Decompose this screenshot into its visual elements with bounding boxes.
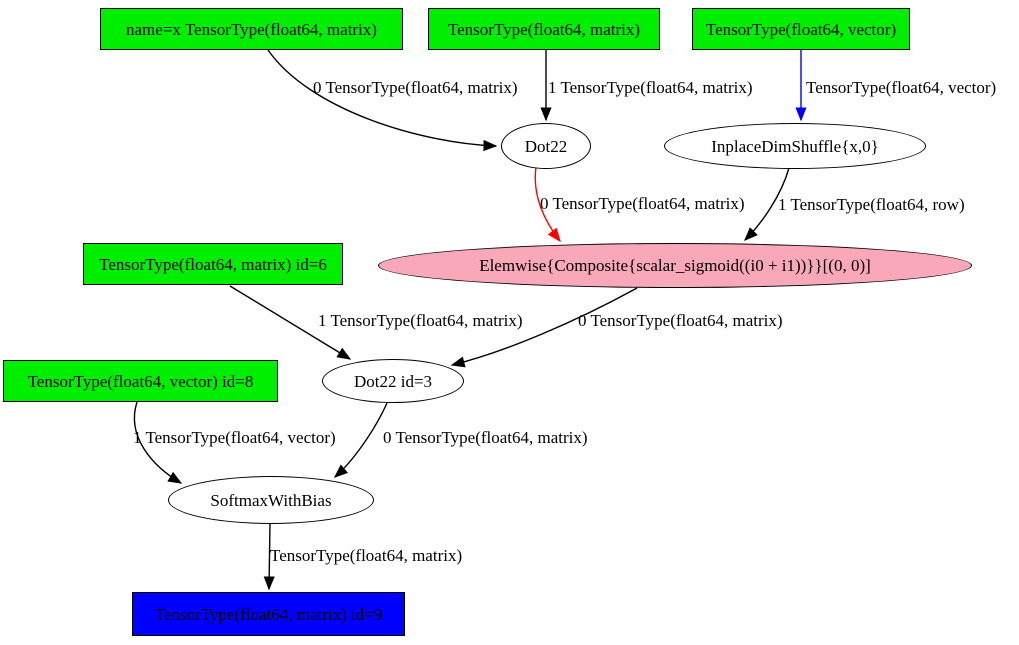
node-input-b: TensorType(float64, vector) bbox=[692, 8, 910, 50]
node-input-w: TensorType(float64, matrix) bbox=[428, 8, 660, 50]
edge-label-dimshuffle-to-elemwise: 1 TensorType(float64, row) bbox=[778, 195, 965, 214]
node-elemwise-sigmoid: Elemwise{Composite{scalar_sigmoid((i0 + … bbox=[378, 243, 972, 288]
edge-label-softmax-to-output: TensorType(float64, matrix) bbox=[270, 546, 463, 565]
edge-dot22id3-to-softmax bbox=[333, 402, 388, 478]
edge-elemwise-to-dot22id3 bbox=[450, 287, 638, 368]
node-input-id8: TensorType(float64, vector) id=8 bbox=[3, 360, 278, 402]
node-dot22: Dot22 bbox=[501, 123, 591, 169]
node-dimshuffle: InplaceDimShuffle{x,0} bbox=[664, 123, 926, 169]
edge-id6-to-dot22id3 bbox=[229, 285, 352, 360]
node-input-id6: TensorType(float64, matrix) id=6 bbox=[83, 243, 343, 285]
edge-label-x-to-dot22: 0 TensorType(float64, matrix) bbox=[313, 78, 518, 97]
node-softmax-with-bias: SoftmaxWithBias bbox=[168, 476, 374, 524]
edge-softmax-to-output bbox=[263, 522, 275, 591]
node-input-x: name=x TensorType(float64, matrix) bbox=[100, 8, 403, 50]
edge-dot22-to-elemwise bbox=[534, 166, 561, 243]
node-output-id9: TensorType(float64, matrix) id=9 bbox=[132, 592, 405, 636]
edge-label-dot22id3-to-softmax: 0 TensorType(float64, matrix) bbox=[383, 428, 588, 447]
edge-id8-to-softmax bbox=[133, 401, 183, 484]
node-dot22-id3: Dot22 id=3 bbox=[322, 359, 464, 403]
edge-label-id8-to-softmax: 1 TensorType(float64, vector) bbox=[133, 428, 336, 447]
edge-label-b-to-dimshuffle: TensorType(float64, vector) bbox=[806, 78, 997, 97]
edge-label-dot22-to-elemwise: 0 TensorType(float64, matrix) bbox=[540, 194, 745, 213]
edge-label-w-to-dot22: 1 TensorType(float64, matrix) bbox=[548, 78, 753, 97]
edge-x-to-dot22 bbox=[267, 49, 498, 152]
edge-label-id6-to-dot22id3: 1 TensorType(float64, matrix) bbox=[318, 311, 523, 330]
edge-label-elemwise-to-dot22id3: 0 TensorType(float64, matrix) bbox=[578, 311, 783, 330]
edge-dimshuffle-to-elemwise bbox=[744, 167, 790, 241]
